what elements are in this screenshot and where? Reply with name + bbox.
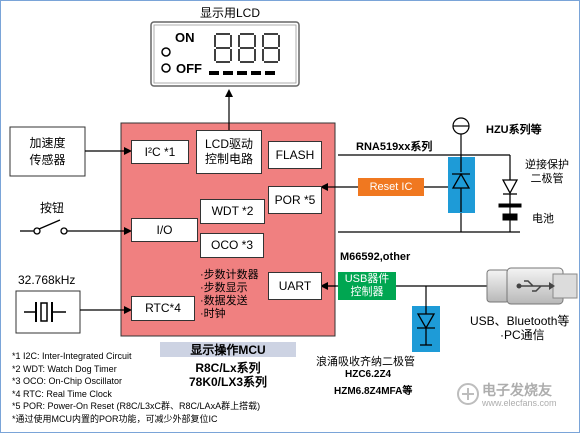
mcu-series-line2: 78K0/LX3系列 [188, 375, 268, 389]
usb-controller-box [338, 272, 396, 300]
footnotes: *1 I2C: Inter-Integrated Circuit *2 WDT:… [12, 350, 260, 425]
surge-zener-label: 浪涌吸收齐纳二极管 [316, 356, 415, 368]
sensor-box [9, 126, 86, 177]
m66592-label: M66592,other [340, 251, 411, 263]
mcu-feature-3: ·数据发送 [200, 295, 248, 307]
lcd-on-label: ON [175, 30, 195, 45]
button-label: 按钮 [40, 201, 65, 215]
usb-controller-line1: USB器件 [344, 273, 390, 285]
footnote-2: *2 WDT: Watch Dog Timer [12, 363, 117, 374]
mcu-caption-banner: 显示操作MCU [160, 342, 296, 357]
uart-block: UART [268, 272, 322, 300]
crystal-frequency-label: 32.768kHz [18, 273, 76, 287]
wdt-block: WDT *2 [200, 199, 265, 224]
mcu-series-line1: R8C/Lx系列 [195, 361, 261, 375]
protection-diode-line1: 逆接保护 [525, 159, 569, 171]
footnote-4: *4 RTC: Real Time Clock [12, 388, 112, 399]
i2c-block: I²C *1 [131, 140, 189, 164]
sensor-label: 加速度 传感器 [10, 127, 85, 176]
usb-controller-label: USB器件 控制器 [338, 272, 396, 300]
mcu-feature-4: ·时钟 [200, 308, 226, 320]
flash-block: FLASH [268, 141, 322, 169]
surge-part1-label: HZC6.2Z4 [345, 369, 392, 380]
lcd-driver-line1: LCD驱动 [204, 137, 253, 151]
por-block: POR *5 [268, 186, 322, 214]
lcd-seven-segment-digits [214, 33, 280, 63]
watermark-line2: www.elecfans.com [482, 398, 557, 408]
usb-comm-label: USB、Bluetooth等 ·PC通信 [470, 314, 569, 342]
lcd-title: 显示用LCD [199, 6, 260, 20]
lcd-driver-block: LCD驱动 控制电路 [196, 130, 262, 174]
footnote-1: *1 I2C: Inter-Integrated Circuit [12, 351, 132, 361]
oco-block: OCO *3 [200, 233, 264, 258]
usb-comm-line2: ·PC通信 [500, 328, 545, 342]
watermark-text: 电子发烧友 www.elecfans.com [482, 382, 557, 410]
footnote-5: *5 POR: Power-On Reset (R8C/L3xC群、R8C/LA… [12, 401, 261, 411]
lcd-off-label: OFF [176, 61, 202, 76]
reset-ic-label: Reset IC [369, 181, 413, 193]
battery-symbol [498, 203, 522, 224]
usb-comm-line1: USB、Bluetooth等 [470, 314, 570, 328]
hzu-series-label: HZU系列等 [486, 124, 542, 136]
watermark-line1: 电子发烧友 [482, 382, 552, 398]
surge-zener-symbol [416, 306, 436, 346]
mcu-feature-list: ·步数计数器 ·步数显示 ·数据发送 ·时钟 [200, 269, 259, 321]
surge-part2-label: HZM6.8Z4MFA等 [334, 386, 413, 397]
lcd-driver-line2: 控制电路 [204, 152, 253, 166]
io-block: I/O [131, 218, 198, 242]
reset-power-wiring [338, 117, 520, 233]
button-switch-symbol [20, 219, 100, 235]
crystal-symbol [24, 302, 66, 322]
footnote-3: *3 OCO: On-Chip Oscillator [12, 376, 123, 386]
usb-controller-line2: 控制器 [350, 286, 384, 298]
footnote-6: *通过使用MCU内置的POR功能，可减少外部复位IC [12, 413, 218, 424]
rna-series-label: RNA519xx系列 [356, 141, 433, 153]
mcu-feature-2: ·步数显示 [200, 282, 248, 294]
reset-ic-box [358, 178, 424, 196]
lcd-display [150, 21, 300, 87]
protection-diode-symbol [501, 170, 519, 204]
rtc-block: RTC*4 [131, 296, 195, 321]
protection-diode-line2: 二极管 [530, 173, 564, 185]
protection-diode-label: 逆接保护 二极管 [517, 158, 577, 186]
battery-label: 电池 [532, 213, 554, 225]
sensor-label-line2: 传感器 [29, 152, 66, 167]
rna-zener-symbol [451, 155, 471, 212]
sensor-label-line1: 加速度 [29, 135, 66, 150]
watermark-logo-icon [457, 383, 479, 405]
mcu-feature-1: ·步数计数器 [200, 269, 259, 281]
usb-plug-icon [486, 267, 578, 305]
